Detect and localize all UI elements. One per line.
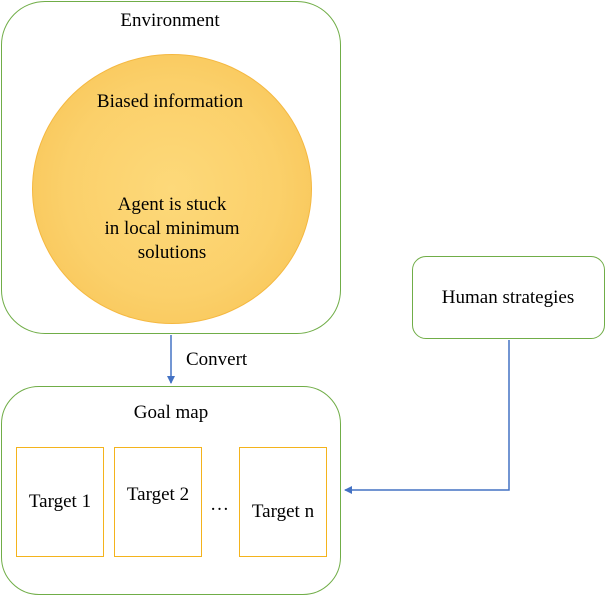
ellipsis: …	[210, 494, 229, 515]
biased-region-circle	[32, 54, 312, 324]
convert-label: Convert	[186, 349, 248, 370]
goal-map-title: Goal map	[133, 402, 209, 423]
circle-line-3: solutions	[137, 242, 207, 263]
target-2-box	[114, 447, 202, 557]
human-strategies-arrow	[344, 340, 510, 494]
circle-line-1: Agent is stuck	[117, 194, 227, 215]
target-n-box	[239, 447, 327, 557]
human-strategies-label: Human strategies	[441, 287, 575, 308]
target-2-label: Target 2	[126, 484, 190, 505]
circle-top-text: Biased information	[96, 91, 244, 112]
circle-line-2: in local minimum	[104, 218, 240, 239]
environment-title: Environment	[120, 10, 220, 31]
human-strategies-box	[412, 256, 605, 339]
target-1-label: Target 1	[28, 491, 92, 512]
target-1-box	[16, 447, 104, 557]
target-n-label: Target n	[251, 501, 315, 522]
